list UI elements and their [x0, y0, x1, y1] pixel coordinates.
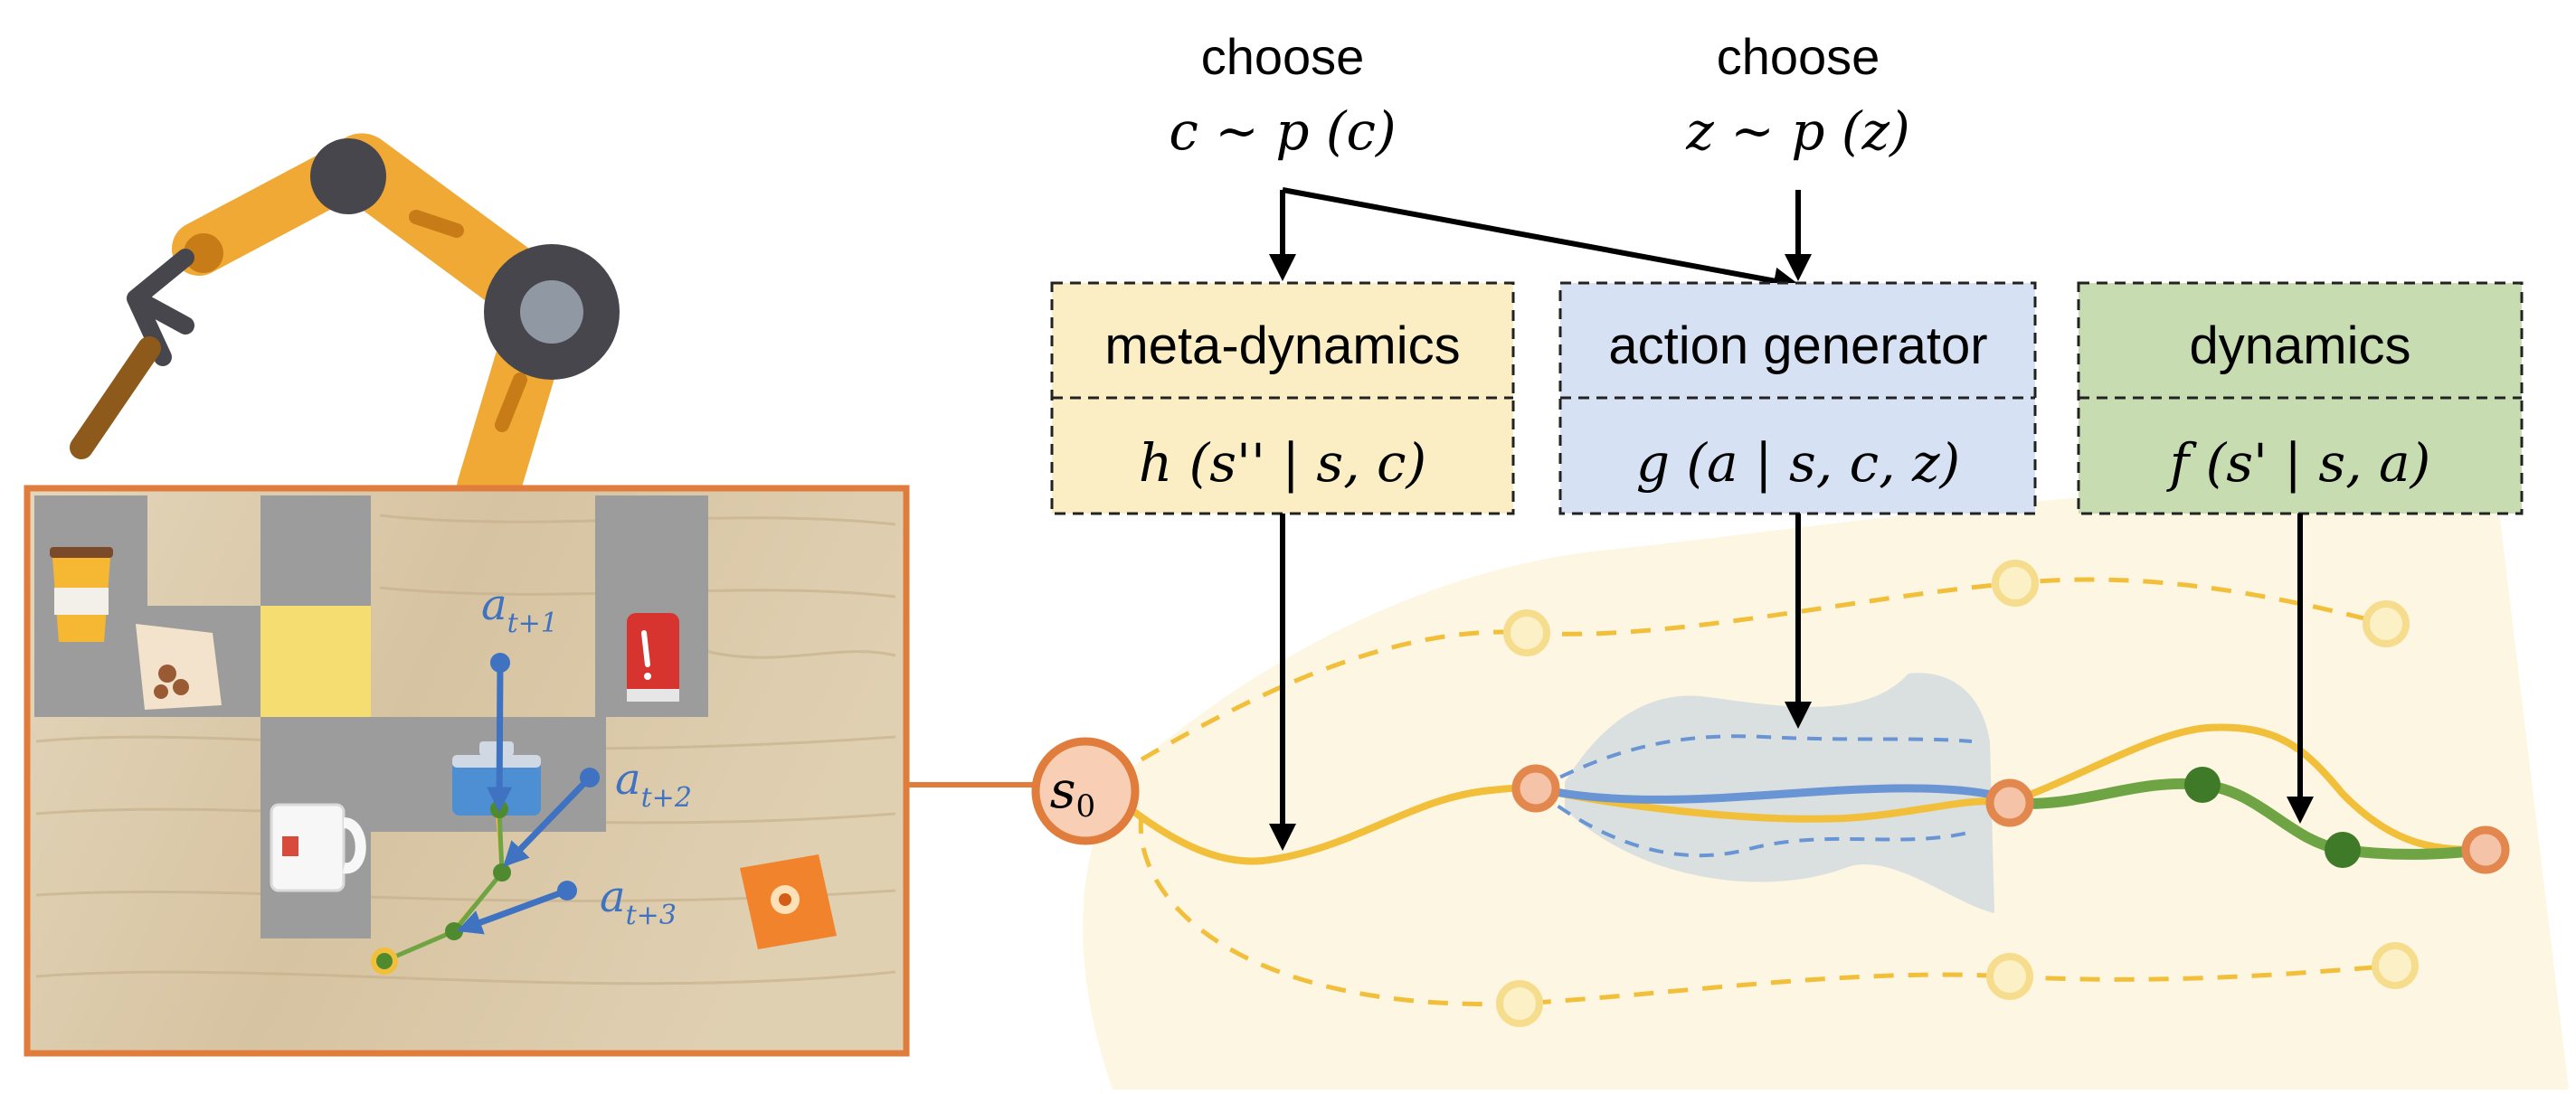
- snack-bag-object: [740, 854, 837, 949]
- choose-c-word: choose: [1201, 28, 1365, 85]
- choose-z-word: choose: [1717, 28, 1880, 85]
- module-title-dynamics: dynamics: [2190, 316, 2411, 375]
- module-title-meta-dynamics: meta-dynamics: [1104, 316, 1460, 375]
- module-formula-dynamics: f (s' | s, a): [2166, 432, 2431, 494]
- alternative-state-nodes: [1496, 560, 2419, 1027]
- action-sampled-paths: [1536, 734, 2005, 858]
- soda-can-object: [627, 613, 679, 702]
- module-title-action-generator: action generator: [1608, 316, 1987, 375]
- dynamics-path: [2009, 778, 2486, 860]
- state-node: [2461, 825, 2510, 874]
- coffee-bag-object: [136, 624, 222, 710]
- state-node: [1511, 764, 1560, 813]
- start-state-node: s0: [1031, 737, 1140, 845]
- module-dynamics: dynamics f (s' | s, a): [2077, 281, 2524, 515]
- action-label-t2: at+2: [615, 754, 692, 814]
- module-formula-action-generator: g (a | s, c, z): [1636, 432, 1960, 494]
- module-output-arrows: [1269, 514, 2314, 851]
- action-vector-t3: [456, 887, 569, 935]
- state-node: [1985, 778, 2034, 827]
- dynamics-step-node: [2184, 767, 2221, 803]
- state-nodes: [1511, 764, 2510, 874]
- action-vectors: [456, 653, 600, 935]
- choice-arrows: [1269, 187, 1812, 295]
- coffee-cup-object: [50, 547, 113, 642]
- module-meta-dynamics: meta-dynamics h (s'' | s, c): [1050, 281, 1515, 515]
- action-label-t3: at+3: [600, 872, 677, 931]
- action-vector-t1: [487, 662, 513, 813]
- module-formula-meta-dynamics: h (s'' | s, c): [1139, 432, 1426, 494]
- dynamics-step-node: [2325, 832, 2361, 868]
- module-action-generator: action generator g (a | s, c, z): [1558, 281, 2037, 515]
- choose-c-expr: c ~ p (c): [1169, 100, 1396, 162]
- start-state-label: s0: [1050, 761, 1095, 825]
- action-label-t1: at+1: [481, 580, 558, 639]
- world-trajectory: [371, 800, 511, 975]
- mug-object: [270, 803, 366, 892]
- robot-arm: [70, 133, 620, 520]
- elbow-joint: [310, 138, 386, 214]
- alternative-meta-paths: [1138, 577, 2396, 1007]
- choose-z-expr: z ~ p (z): [1685, 100, 1909, 162]
- highlight-tile: [260, 606, 371, 717]
- action-vector-t2: [503, 775, 592, 868]
